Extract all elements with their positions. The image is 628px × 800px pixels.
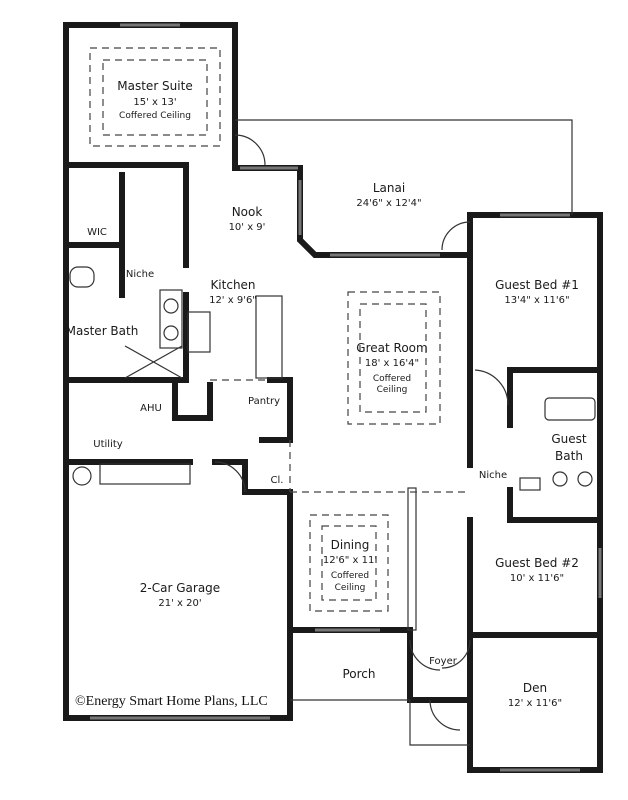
lanai-size: 24'6" x 12'4" — [356, 198, 421, 209]
great-room-size: 18' x 16'4" — [365, 358, 419, 369]
closet-label: Cl. — [271, 475, 284, 486]
kitchen-size: 12' x 9'6" — [209, 295, 257, 306]
great-room-note-1: Coffered — [373, 374, 411, 384]
great-room-label: Great Room — [356, 341, 427, 355]
pantry-label: Pantry — [248, 396, 280, 407]
master-suite-size: 15' x 13' — [133, 97, 176, 108]
master-suite-note: Coffered Ceiling — [119, 111, 191, 121]
guest-bath-label-1: Guest — [551, 432, 587, 446]
garage-label: 2-Car Garage — [140, 581, 220, 595]
garage-size: 21' x 20' — [158, 598, 201, 609]
master-bath-label: Master Bath — [66, 324, 139, 338]
guest-bed-2-label: Guest Bed #2 — [495, 556, 579, 570]
nook-size: 10' x 9' — [229, 222, 266, 233]
kitchen-label: Kitchen — [210, 278, 255, 292]
walls — [63, 22, 603, 773]
lanai-label: Lanai — [373, 181, 405, 195]
great-room-note-2: Ceiling — [377, 385, 408, 395]
den-size: 12' x 11'6" — [508, 698, 562, 709]
dining-size: 12'6" x 11' — [323, 555, 377, 566]
guest-bed-1-label: Guest Bed #1 — [495, 278, 579, 292]
guest-bed-2-size: 10' x 11'6" — [510, 573, 564, 584]
master-suite-label: Master Suite — [117, 79, 192, 93]
niche-master-label: Niche — [126, 269, 154, 280]
wic-label: WIC — [87, 227, 107, 238]
utility-label: Utility — [93, 439, 122, 450]
details — [69, 23, 602, 772]
porch-label: Porch — [342, 667, 375, 681]
dining-label: Dining — [331, 538, 370, 552]
dining-note-1: Coffered — [331, 571, 369, 581]
foyer-label: Foyer — [429, 656, 458, 667]
den-label: Den — [523, 681, 547, 695]
room-labels: Master Suite 15' x 13' Coffered Ceiling … — [66, 79, 587, 709]
nook-label: Nook — [232, 205, 263, 219]
copyright-notice: ©Energy Smart Home Plans, LLC — [75, 694, 268, 709]
niche-guest-label: Niche — [479, 470, 507, 481]
ahu-label: AHU — [140, 403, 162, 414]
coffered-ceilings — [89, 47, 441, 612]
guest-bath-label-2: Bath — [555, 449, 583, 463]
dining-note-2: Ceiling — [335, 583, 366, 593]
guest-bed-1-size: 13'4" x 11'6" — [504, 295, 569, 306]
